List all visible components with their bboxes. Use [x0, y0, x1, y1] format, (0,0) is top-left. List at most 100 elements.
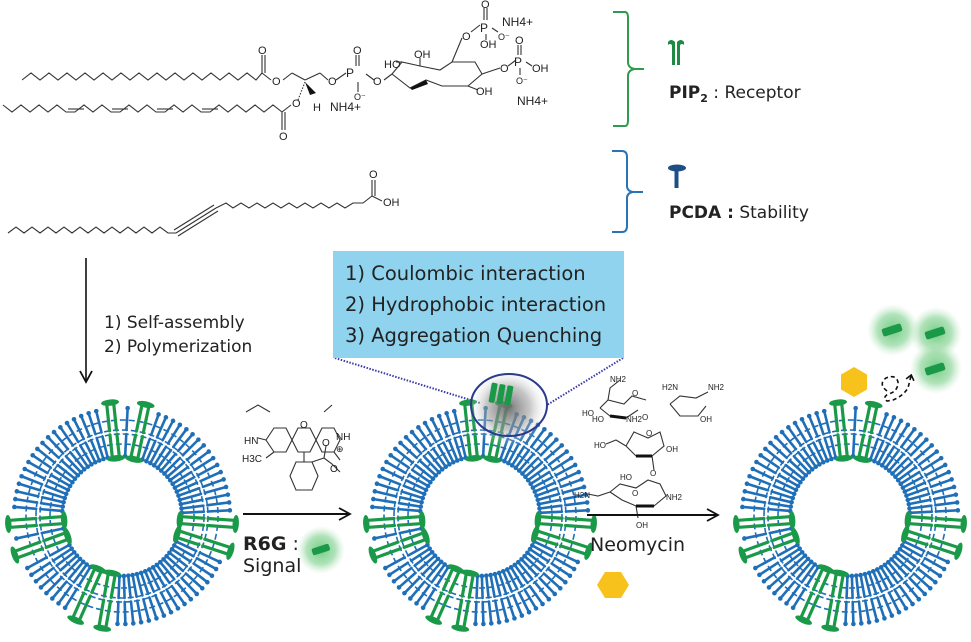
atom-o: O [632, 489, 638, 498]
atom-o: O [642, 413, 648, 422]
pcda-lipid [64, 420, 94, 467]
pcda-lipid [35, 446, 78, 482]
pcda-lipid [786, 425, 819, 470]
wedge-bond [305, 82, 316, 95]
pcda-lipid [154, 562, 187, 607]
pip2-bracket [613, 11, 644, 127]
pcda-lipid [792, 420, 822, 467]
quenching-zoom [468, 368, 548, 448]
pcda-lipid [892, 553, 933, 591]
pcda-lipid [814, 410, 834, 462]
pcda-lipid [414, 562, 448, 606]
pcda-lipid [158, 431, 195, 473]
pcda-lipid [122, 405, 130, 459]
pcda-lipid [398, 440, 439, 478]
atom-o-minus: O⁻ [498, 32, 510, 42]
pcda-lipid [29, 546, 74, 578]
pcda-lipid [402, 556, 441, 596]
pip2-receptor-lipid [853, 400, 883, 463]
pcda-lipid [488, 572, 502, 625]
pcda-lipid [784, 562, 818, 606]
pcda-lipid [38, 553, 80, 590]
polymer-backbone [25, 419, 219, 613]
pcda-lipid [13, 496, 66, 509]
pcda-lipid [115, 573, 122, 627]
polymer-backbone [753, 419, 947, 613]
callout-hydrophobic: 2) Hydrophobic interaction [345, 293, 607, 316]
pcda-lipid [898, 455, 944, 487]
pcda-lipid [761, 549, 805, 584]
atom-h2n: H2N [574, 491, 590, 500]
pcda-lipid [522, 553, 563, 591]
pcda-lipid [536, 492, 589, 507]
atom-o: O [650, 469, 656, 478]
pip2-receptor-lipid [425, 564, 465, 625]
pip2-receptor-lipid [904, 511, 967, 533]
atom-nh2: NH2 [626, 415, 643, 424]
pcda-lipid [750, 466, 799, 493]
pcda-lipid [532, 469, 581, 494]
pcda-lipid [907, 508, 961, 516]
pcda-lipid [858, 572, 872, 625]
counter-ion-ammonium: NH4+ [517, 94, 548, 108]
pcda-lipid [388, 452, 433, 485]
pcda-lipid [868, 412, 889, 462]
callout-connector-left [334, 357, 481, 404]
polymer-backbone [397, 433, 563, 599]
pcda-lipid [874, 567, 902, 615]
step-polymerization: 2) Polymerization [104, 337, 252, 357]
atom-p: P [480, 21, 488, 35]
atom-oh: OH [383, 197, 400, 209]
pcda-lipid [883, 426, 917, 471]
pip2-stearoyl-chain [21, 72, 263, 81]
polymer-backbone [393, 429, 567, 603]
pcda-lipid [162, 437, 201, 476]
pcda-lipid [905, 484, 957, 503]
pcda-lipid [754, 459, 801, 489]
pip2-label: PIP2 : Receptor [669, 83, 801, 105]
pcda-lipid [161, 557, 200, 597]
pip2-receptor-lipid [733, 511, 796, 533]
pcda-lipid [33, 549, 77, 584]
pcda-lipid [862, 571, 880, 623]
pcda-bracket [612, 150, 643, 233]
pcda-lipid [528, 455, 574, 487]
release-arrow-icon [881, 373, 915, 402]
neomycin-structure: NH2 H2N NH2 HO HO NH2 O O OH HO O OH O H… [574, 375, 725, 530]
pcda-lipid [534, 477, 584, 498]
pcda-lipid [86, 410, 106, 462]
atom-h3c: H3C [242, 454, 262, 465]
pcda-lipid [167, 550, 210, 585]
atom-oh: OH [532, 63, 549, 75]
receptor-icon [668, 40, 684, 65]
pcda-lipid [377, 473, 427, 497]
pip2-receptor-lipid [363, 511, 426, 533]
pcda-lipid [370, 504, 423, 514]
pcda-lipid [889, 557, 928, 597]
atom-ho: HO [592, 415, 604, 424]
pcda-lipid [150, 565, 181, 611]
atom-ho: HO [594, 441, 606, 450]
pip2-receptor-lipid [531, 525, 593, 560]
pip2-receptor-lipid [125, 400, 155, 463]
pcda-lipid [157, 559, 194, 602]
pcda-lipid [174, 469, 223, 494]
atom-o: O [632, 389, 638, 398]
signal-label: Signal [243, 555, 301, 577]
callout-coulombic: 1) Coulombic interaction [345, 262, 586, 285]
pip2-receptor-lipid [738, 527, 800, 564]
pcda-lipid [519, 557, 558, 597]
pcda-lipid [766, 553, 808, 590]
atom-ho: HO [582, 409, 594, 418]
pcda-lipid [513, 426, 547, 471]
pcda-lipid [142, 569, 167, 618]
atom-p: P [514, 55, 522, 69]
pcda-lipid [179, 508, 233, 516]
pcda-lipid [30, 452, 75, 485]
pcda-lipid [151, 422, 183, 468]
pcda-lipid [429, 416, 456, 465]
pcda-lipid [768, 440, 809, 478]
pcda-lipid [44, 556, 83, 596]
pcda-lipid [176, 477, 226, 498]
pcda-lipid [850, 405, 858, 459]
